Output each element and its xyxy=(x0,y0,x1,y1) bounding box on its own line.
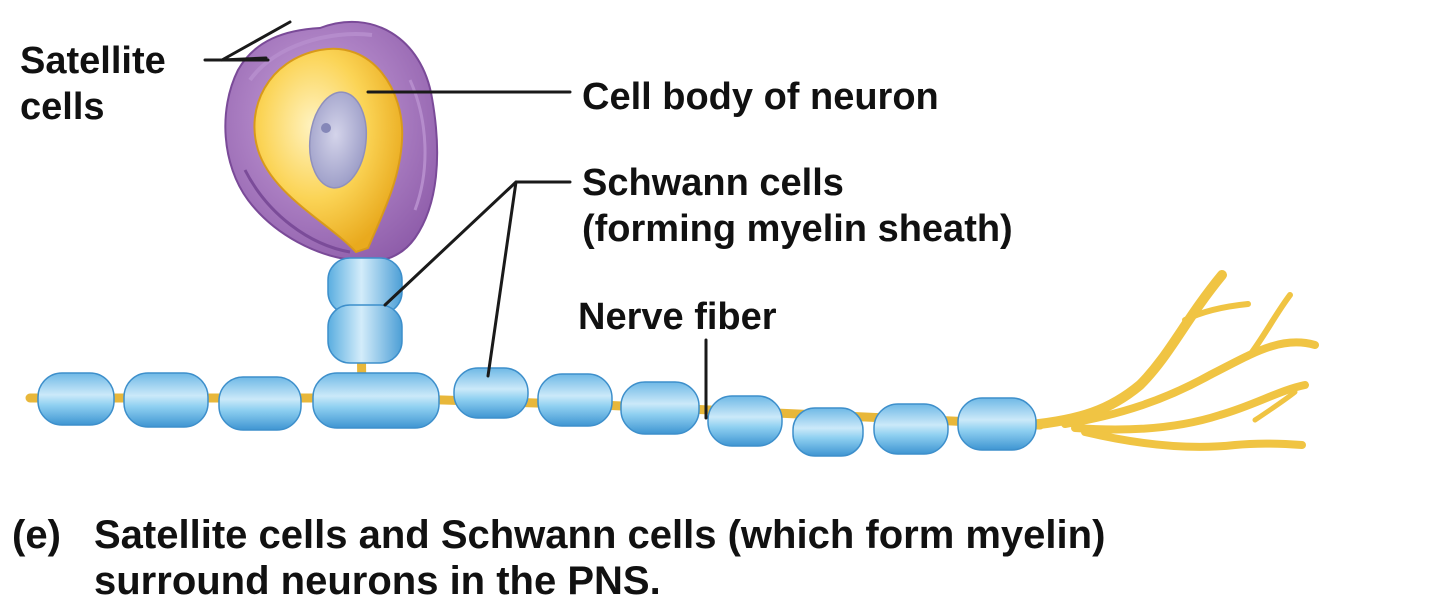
satellite-label-line2: cells xyxy=(20,86,105,128)
leader-satellite xyxy=(203,20,292,62)
cell-body-label: Cell body of neuron xyxy=(582,76,939,118)
caption-line1: Satellite cells and Schwann cells (which… xyxy=(94,513,1106,557)
schwann-label-line2: (forming myelin sheath) xyxy=(582,208,1013,250)
nucleolus xyxy=(321,123,331,133)
schwann-cells-label: Schwann cells (forming myelin sheath) xyxy=(582,160,1013,252)
satellite-label-line1: Satellite xyxy=(20,40,166,82)
caption-letter: (e) xyxy=(12,513,61,557)
satellite-cells-label: Satellite cells xyxy=(20,38,166,130)
leader-lines xyxy=(203,20,708,420)
schwann-label-line1: Schwann cells xyxy=(582,162,844,204)
nucleus xyxy=(308,91,368,189)
axon-terminals xyxy=(1025,270,1319,451)
leader-schwann xyxy=(383,180,572,378)
schwann-cells-vertical xyxy=(327,257,403,364)
nerve-fiber-label: Nerve fiber xyxy=(578,296,777,338)
caption-line2: surround neurons in the PNS. xyxy=(94,559,661,603)
schwann-cells-row xyxy=(37,367,1037,457)
